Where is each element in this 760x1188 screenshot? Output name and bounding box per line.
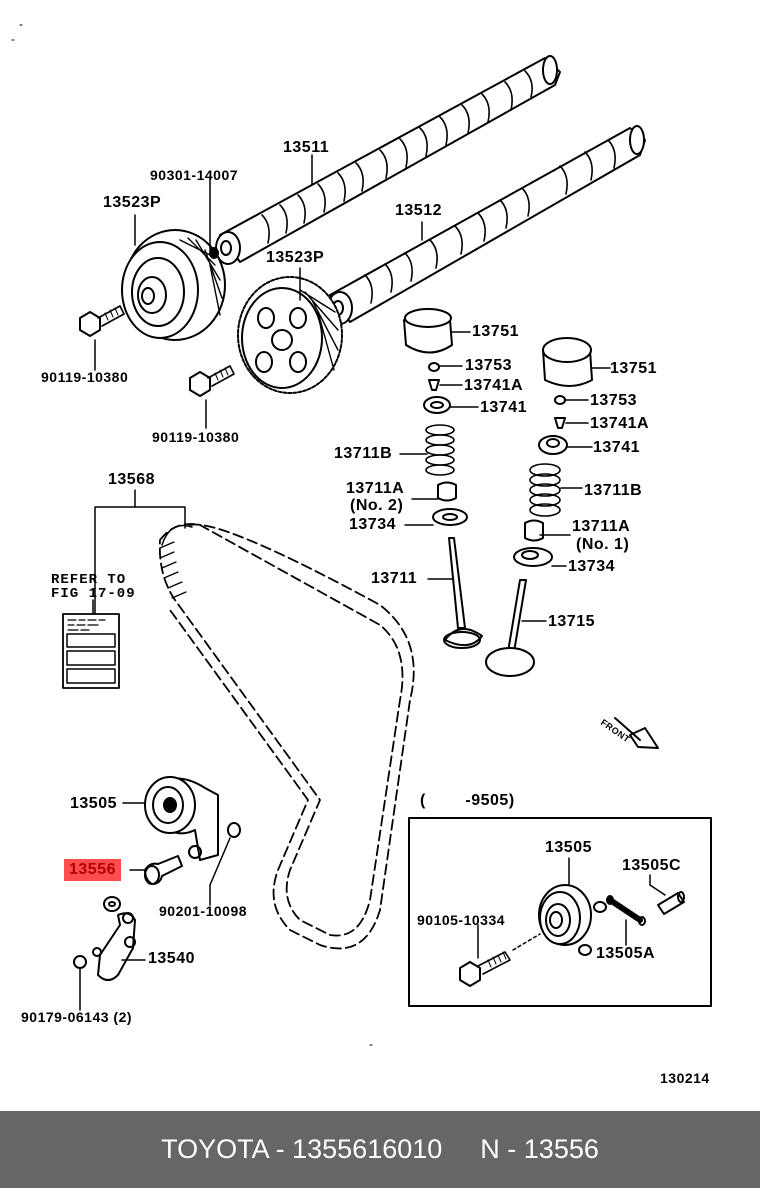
inset-idler-illustration bbox=[539, 858, 606, 955]
refer-fig-link[interactable]: FIG 17-09 bbox=[51, 586, 136, 602]
label-bolt-90119-right[interactable]: 90119-10380 bbox=[152, 429, 240, 445]
label-pulley-13523p-left[interactable]: 13523P bbox=[103, 194, 162, 211]
camshaft-pulley-right-illustration bbox=[238, 268, 342, 393]
label-retainer-13741-right[interactable]: 13741 bbox=[593, 439, 640, 456]
camshaft-13512-illustration bbox=[328, 126, 645, 324]
inset-pin-illustration bbox=[650, 875, 684, 914]
label-valve-13711[interactable]: 13711 bbox=[371, 570, 418, 587]
label-seal-13711a-left[interactable]: 13711A bbox=[346, 480, 405, 497]
label-retainer-13741-left[interactable]: 13741 bbox=[480, 399, 527, 416]
label-lifter-13751-left[interactable]: 13751 bbox=[472, 323, 519, 340]
label-seal-no1-note[interactable]: (No. 1) bbox=[576, 536, 630, 553]
timing-belt-illustration bbox=[95, 490, 414, 948]
footer-reference-number: N - 13556 bbox=[480, 1134, 599, 1164]
footer-brand-part-number: TOYOTA - 1355616010 bbox=[161, 1134, 443, 1164]
parts-illustration bbox=[0, 0, 760, 1110]
label-spring-13711b-right[interactable]: 13711B bbox=[584, 482, 643, 499]
bolt-13556-illustration bbox=[130, 856, 182, 884]
label-tensioner-13540[interactable]: 13540 bbox=[148, 950, 195, 967]
label-lock-13741a-left[interactable]: 13741A bbox=[464, 377, 524, 394]
label-bolt-13556-highlighted[interactable]: 13556 bbox=[64, 859, 121, 881]
label-seat-13734-left[interactable]: 13734 bbox=[349, 516, 396, 533]
label-camshaft-13512[interactable]: 13512 bbox=[395, 202, 442, 219]
label-shim-13753-right[interactable]: 13753 bbox=[590, 392, 637, 409]
label-inset-spring-13505a[interactable]: 13505A bbox=[596, 945, 656, 962]
label-seal-13711a-right[interactable]: 13711A bbox=[572, 518, 631, 535]
tensioner-illustration bbox=[74, 897, 145, 1010]
inset-box bbox=[409, 818, 711, 1006]
refer-to-text: REFER TO bbox=[51, 572, 127, 588]
reference-figure-icon bbox=[63, 600, 119, 688]
valve-train-left-illustration bbox=[400, 309, 482, 648]
label-belt-13568[interactable]: 13568 bbox=[108, 471, 155, 488]
inset-spring-illustration bbox=[607, 896, 645, 945]
label-spring-13711b-left[interactable]: 13711B bbox=[334, 445, 393, 462]
front-direction-arrow bbox=[615, 718, 658, 748]
label-inset-bolt-90105[interactable]: 90105-10334 bbox=[417, 912, 506, 928]
label-seal-no2-note[interactable]: (No. 2) bbox=[350, 497, 404, 514]
idler-pulley-illustration bbox=[123, 777, 240, 905]
valve-train-right-illustration bbox=[486, 338, 610, 676]
label-camshaft-13511[interactable]: 13511 bbox=[283, 139, 330, 156]
label-pulley-13523p-right[interactable]: 13523P bbox=[266, 249, 325, 266]
label-pin-90301[interactable]: 90301-14007 bbox=[150, 167, 239, 183]
part-footer-bar: TOYOTA - 1355616010 N - 13556 bbox=[0, 1111, 760, 1188]
label-shim-13753-left[interactable]: 13753 bbox=[465, 357, 512, 374]
bolt-90119-left-illustration bbox=[80, 306, 124, 370]
label-inset-idler-13505[interactable]: 13505 bbox=[545, 839, 592, 856]
label-stud-90179[interactable]: 90179-06143 (2) bbox=[21, 1009, 133, 1025]
label-valve-13715[interactable]: 13715 bbox=[548, 613, 595, 630]
label-bolt-90119-left[interactable]: 90119-10380 bbox=[41, 369, 129, 385]
label-lock-13741a-right[interactable]: 13741A bbox=[590, 415, 650, 432]
inset-range-label: ( -9505) bbox=[420, 792, 515, 809]
bolt-90119-right-illustration bbox=[190, 366, 234, 428]
label-lifter-13751-right[interactable]: 13751 bbox=[610, 360, 657, 377]
camshaft-pulley-left-illustration bbox=[122, 178, 225, 340]
label-idler-13505[interactable]: 13505 bbox=[70, 795, 117, 812]
label-nut-90201[interactable]: 90201-10098 bbox=[159, 903, 248, 919]
label-inset-pin-13505c[interactable]: 13505C bbox=[622, 857, 682, 874]
figure-number: 130214 bbox=[660, 1070, 710, 1086]
camshaft-13511-illustration bbox=[216, 56, 560, 264]
label-seat-13734-right[interactable]: 13734 bbox=[568, 558, 615, 575]
inset-bolt-illustration bbox=[460, 925, 540, 986]
parts-diagram: 13511 13512 90301-14007 13523P 13523P 90… bbox=[0, 0, 760, 1110]
